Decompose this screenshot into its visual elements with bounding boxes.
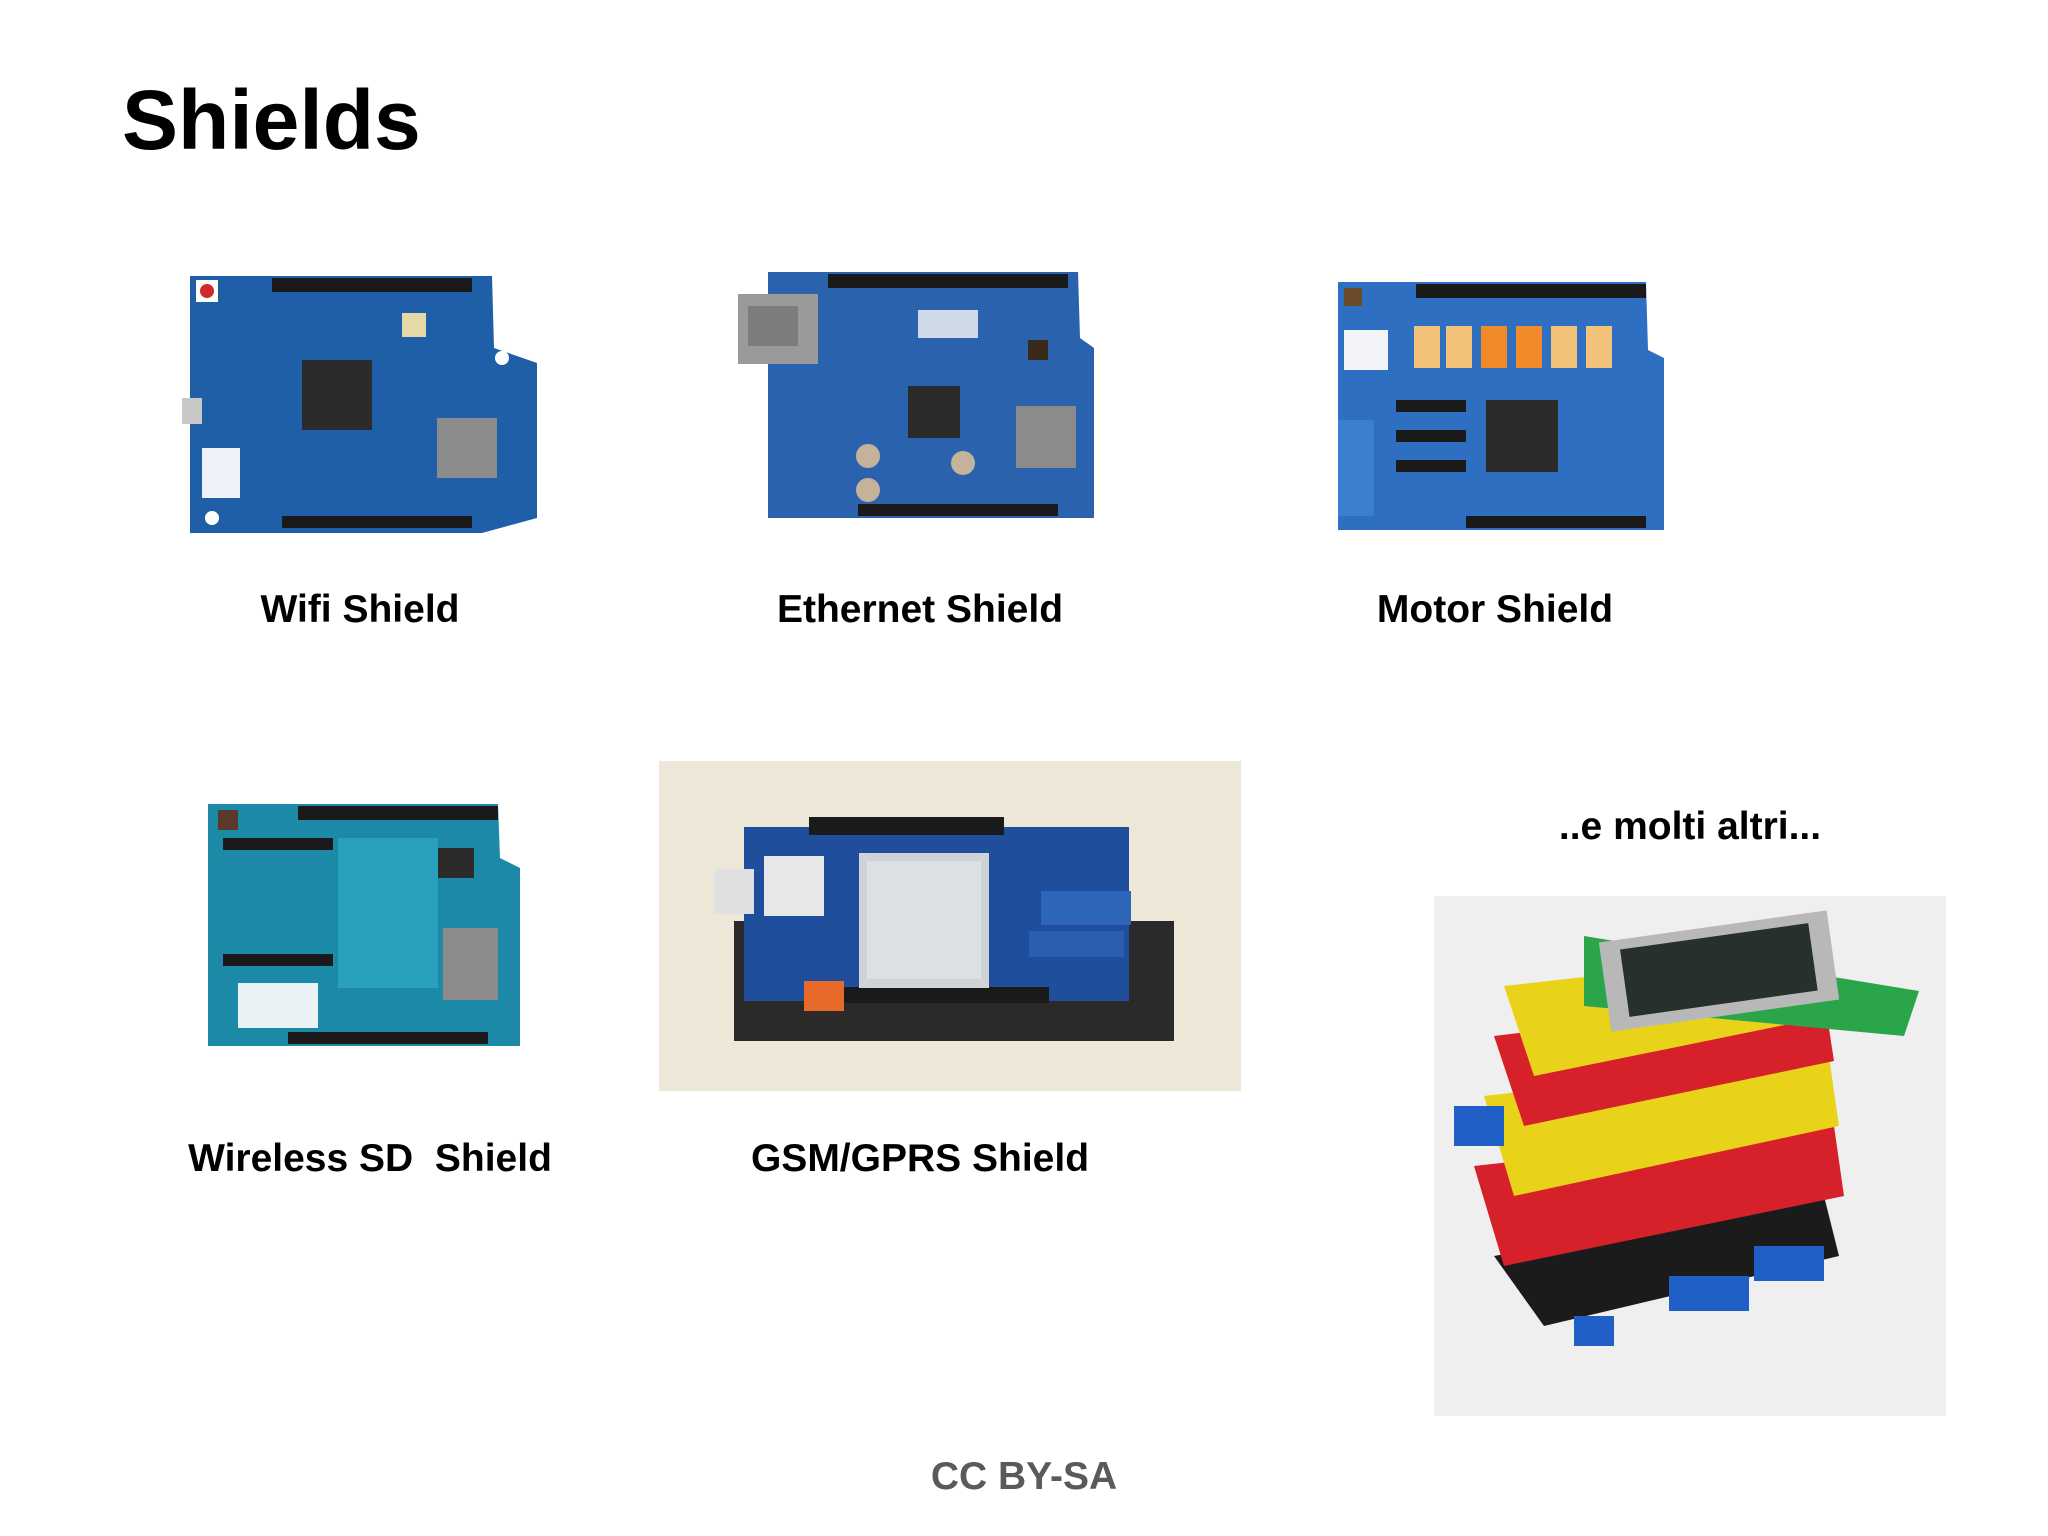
stacked-shields-image xyxy=(1434,896,1946,1416)
wireless-sd-shield-label: Wireless SD Shield xyxy=(188,1137,552,1180)
more-shields-label: ..e molti altri... xyxy=(1558,805,1822,848)
gsm-gprs-shield-image xyxy=(659,761,1241,1091)
ethernet-shield-label: Ethernet Shield xyxy=(776,588,1064,631)
license-footer: CC BY-SA xyxy=(930,1455,1118,1498)
motor-shield-image xyxy=(1336,280,1666,536)
wifi-shield-image xyxy=(182,268,542,540)
slide-title: Shields xyxy=(122,73,421,167)
ethernet-shield-image xyxy=(738,268,1098,528)
wireless-sd-shield-image xyxy=(198,798,528,1056)
motor-shield-label: Motor Shield xyxy=(1376,588,1614,631)
gsm-gprs-shield-label: GSM/GPRS Shield xyxy=(750,1137,1090,1180)
wifi-shield-label: Wifi Shield xyxy=(260,588,460,631)
